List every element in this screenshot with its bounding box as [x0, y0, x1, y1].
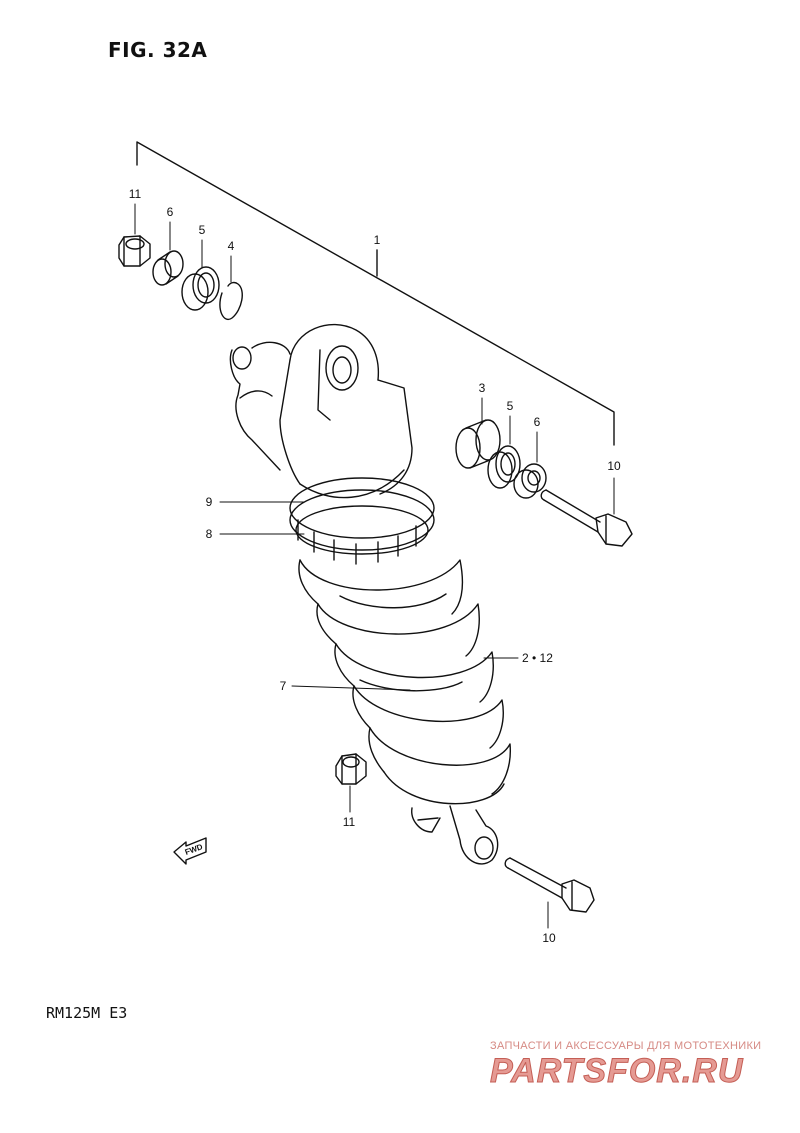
- label-part-3: 3: [479, 381, 486, 395]
- watermark-logo: PARTSFOR.RU: [489, 1052, 744, 1091]
- coil-spring: [298, 559, 511, 805]
- label-part-11-bottom: 11: [343, 815, 356, 829]
- label-part-7: 7: [280, 679, 287, 693]
- right-collar-part: [455, 419, 501, 469]
- figure-title: FIG. 32A: [108, 38, 208, 62]
- label-part-4: 4: [228, 239, 235, 253]
- label-part-2-12: 2 • 12: [522, 651, 553, 665]
- label-part-10-bottom: 10: [542, 931, 556, 945]
- top-nut-part: [118, 235, 151, 267]
- bottom-bolt-part: [504, 857, 595, 913]
- right-bushing-part: [513, 463, 547, 499]
- label-part-9: 9: [206, 495, 213, 509]
- right-bolt-part: [540, 489, 633, 547]
- leader-lines: [134, 203, 615, 929]
- spring-seat-rings: [289, 477, 435, 565]
- label-part-5-top: 5: [199, 223, 206, 237]
- label-part-6-top: 6: [167, 205, 174, 219]
- label-part-8: 8: [206, 527, 213, 541]
- model-label: RM125M E3: [46, 1004, 128, 1022]
- watermark-tagline: ЗАПЧАСТИ И АКСЕССУАРЫ ДЛЯ МОТОТЕХНИКИ: [490, 1040, 762, 1052]
- top-bushing-part: [152, 250, 184, 286]
- label-part-5-right: 5: [507, 399, 514, 413]
- shock-reservoir: [229, 341, 291, 471]
- assembly-bracket: [136, 141, 615, 446]
- shock-upper-mount: [279, 323, 413, 499]
- shock-lower-mount: [411, 805, 499, 865]
- right-seal-part: [487, 445, 521, 489]
- circlip-part: [219, 281, 243, 321]
- part-number-labels: 1 11 6 5 4 3 5 6 10 9 8 7 2 • 12 11 10 F…: [129, 187, 621, 945]
- label-part-10-right: 10: [607, 459, 621, 473]
- top-seal-part: [181, 266, 220, 311]
- fwd-arrow-icon: [173, 837, 207, 865]
- label-part-6-right: 6: [534, 415, 541, 429]
- label-part-11-top: 11: [129, 187, 142, 201]
- label-part-1: 1: [374, 233, 381, 247]
- bottom-nut-part: [335, 753, 367, 785]
